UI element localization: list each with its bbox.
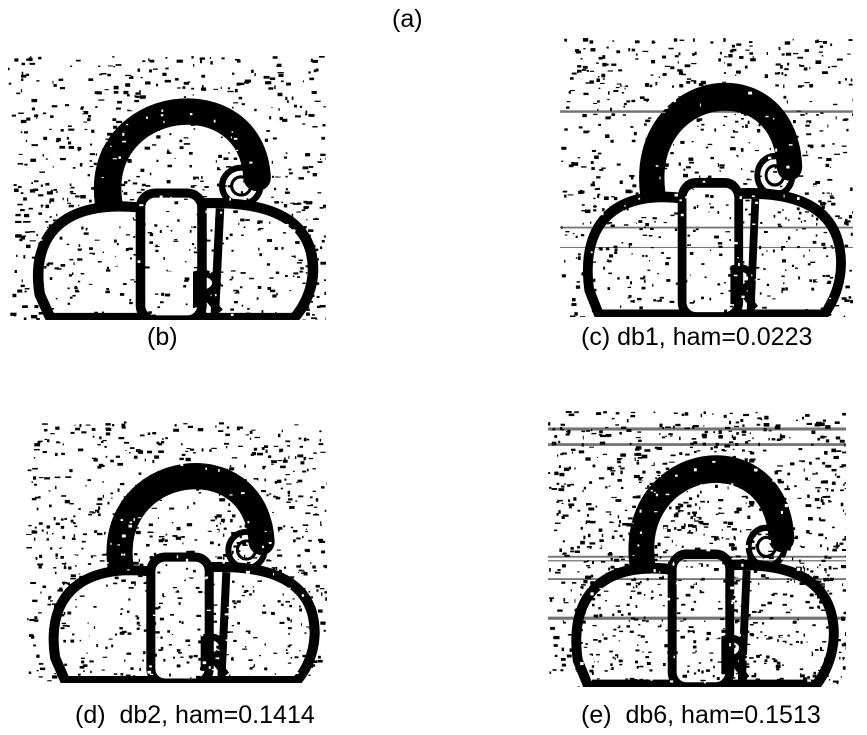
panel-e-image <box>548 411 846 687</box>
panel-c-image <box>560 38 853 317</box>
caption-a: (a) <box>392 5 423 33</box>
binarized-image <box>8 56 326 320</box>
panel-b-image <box>8 56 326 320</box>
caption-d: (d) db2, ham=0.1414 <box>75 701 315 729</box>
binarized-image <box>548 411 846 687</box>
binarized-image <box>25 421 327 683</box>
caption-c: (c) db1, ham=0.0223 <box>581 323 813 351</box>
caption-e: (e) db6, ham=0.1513 <box>581 701 821 729</box>
caption-b: (b) <box>147 323 178 351</box>
binarized-image <box>560 38 853 317</box>
panel-d-image <box>25 421 327 683</box>
